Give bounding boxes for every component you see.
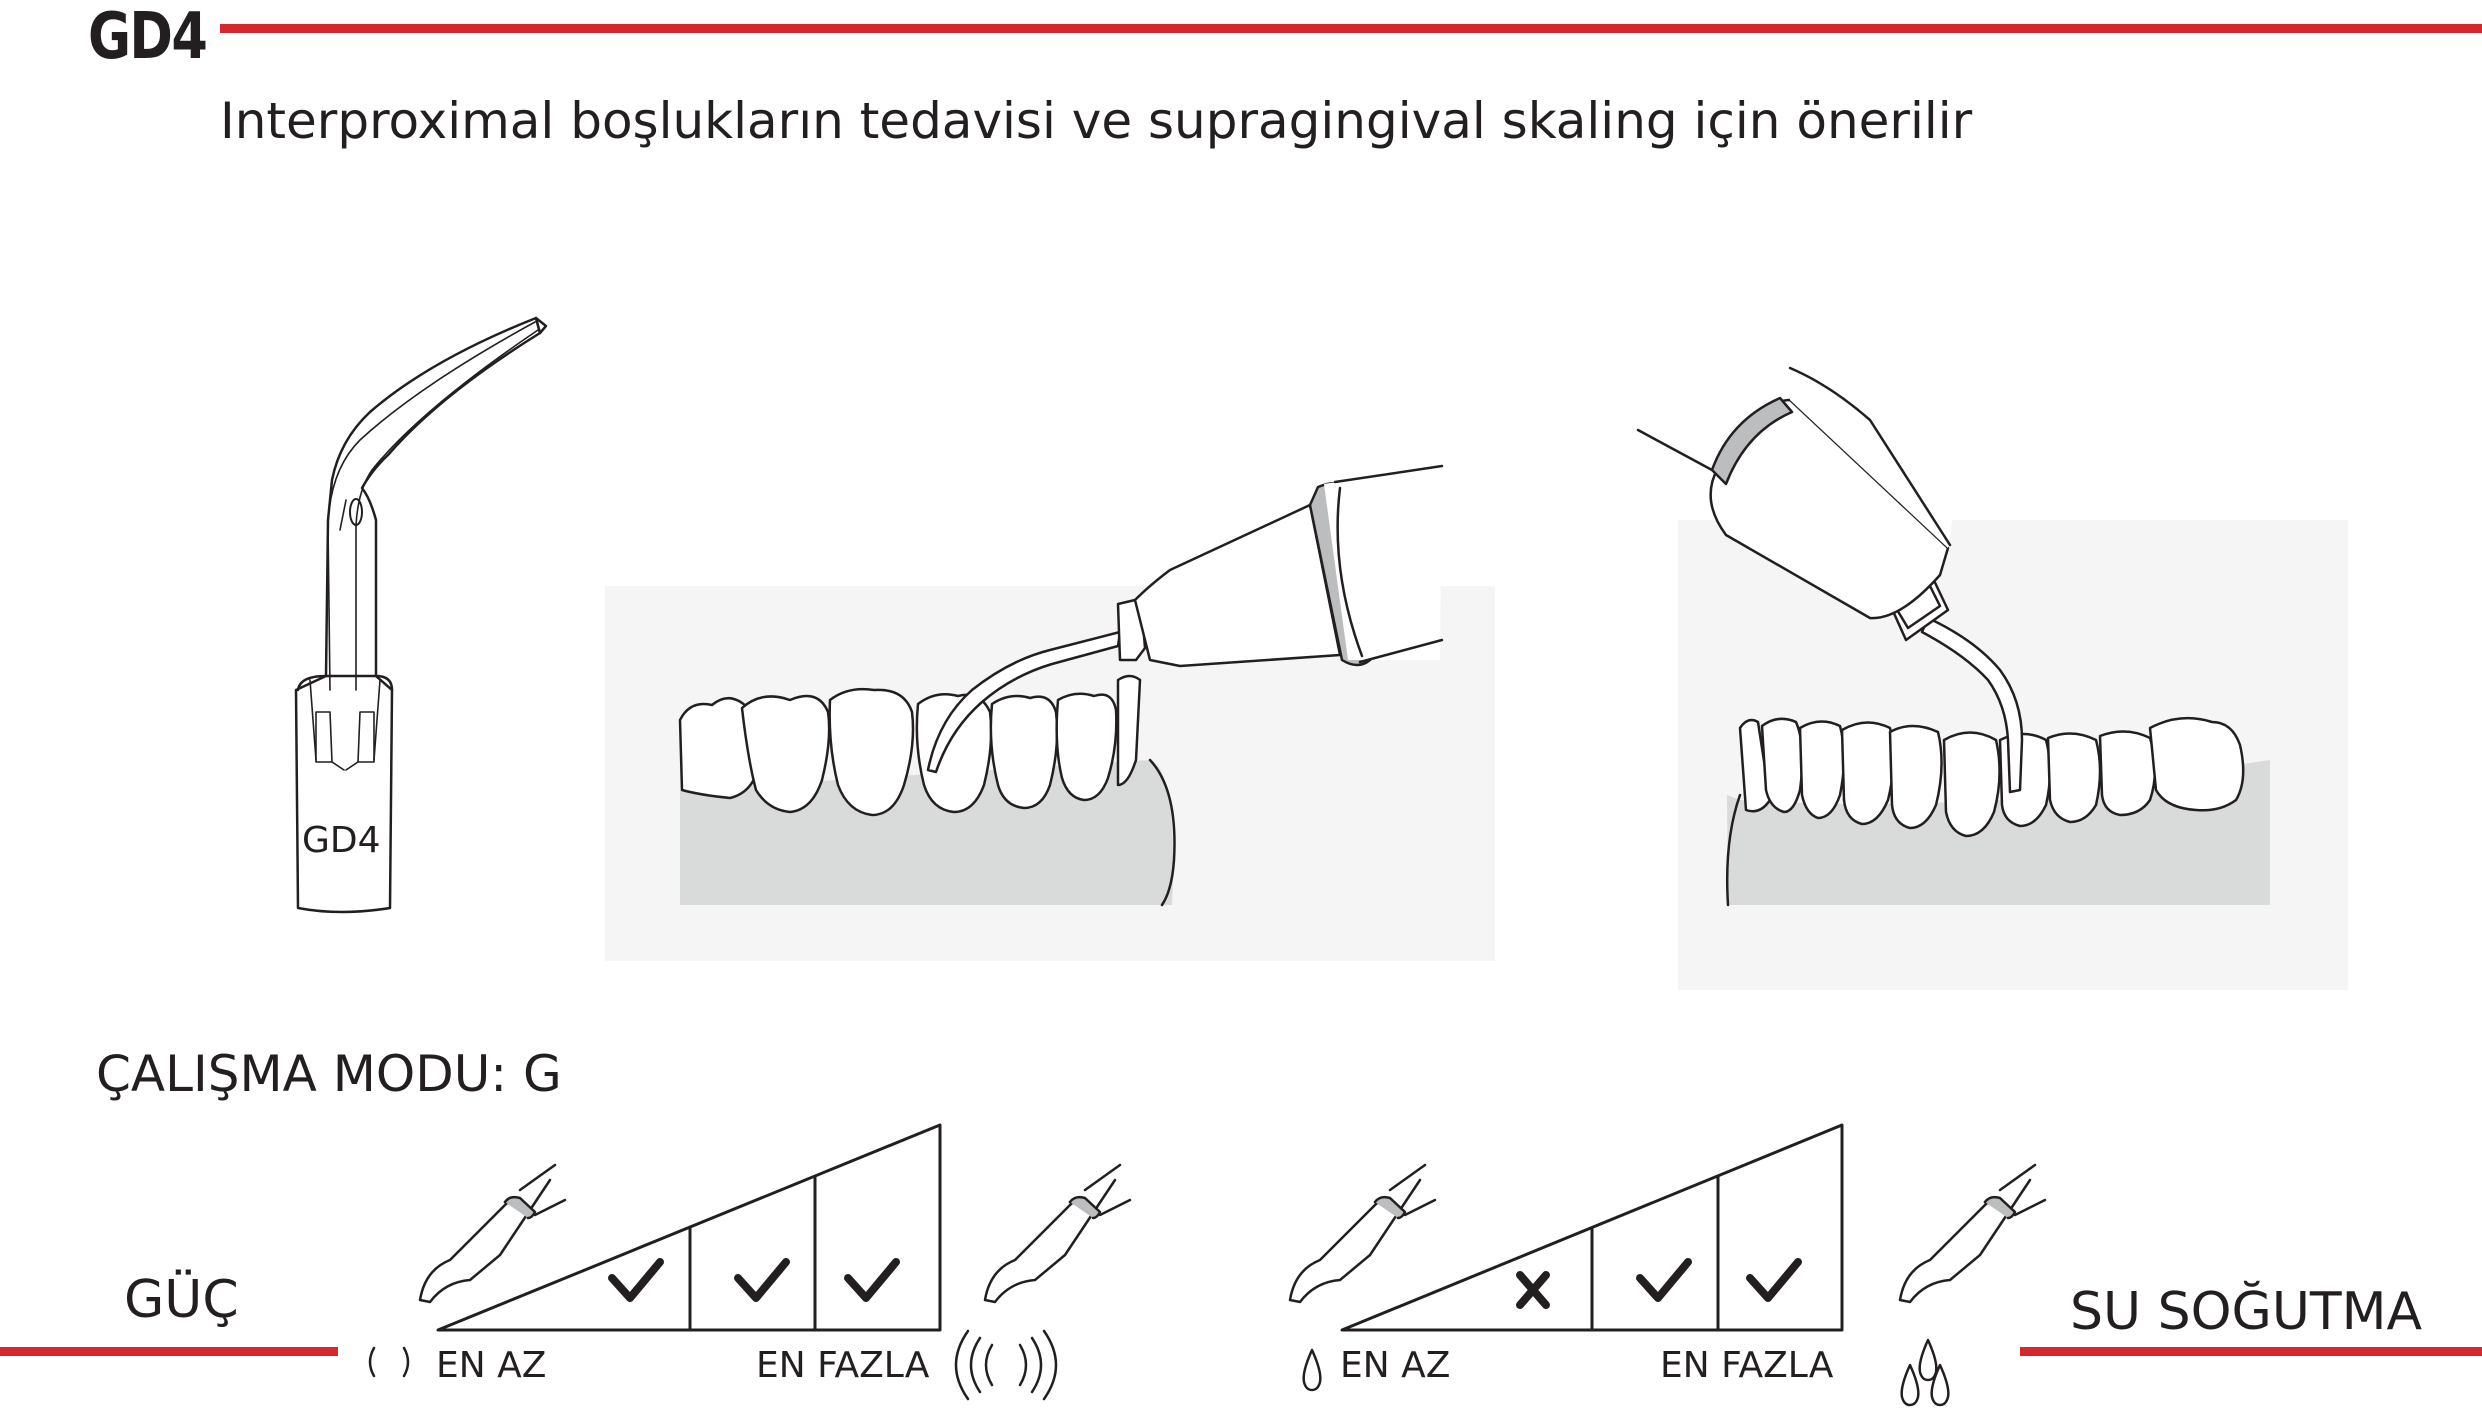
water-cooling-label: SU SOĞUTMA bbox=[2070, 1282, 2423, 1342]
handpiece-icon bbox=[418, 1163, 567, 1304]
water-min-label: EN AZ bbox=[1340, 1345, 1451, 1386]
cross-icon bbox=[1516, 1271, 1550, 1309]
scaler-tip-illustration bbox=[294, 316, 548, 914]
description: Interproximal boşlukların tedavisi ve su… bbox=[220, 92, 1973, 150]
operating-mode: ÇALIŞMA MODU: G bbox=[96, 1045, 562, 1103]
check-icon bbox=[1746, 1258, 1802, 1302]
check-icon bbox=[1636, 1258, 1692, 1302]
check-icon bbox=[844, 1258, 900, 1302]
check-icon bbox=[734, 1258, 790, 1302]
bottom-rule-left bbox=[0, 1347, 338, 1356]
power-label: GÜÇ bbox=[124, 1270, 239, 1330]
handpiece-icon bbox=[1898, 1163, 2047, 1304]
vibration-high-icon bbox=[954, 1329, 1058, 1401]
water-scale bbox=[1288, 1123, 2047, 1407]
model-title: GD4 bbox=[88, 0, 208, 74]
treatment-scene-lateral bbox=[605, 464, 1495, 961]
handpiece-icon bbox=[983, 1163, 1132, 1304]
check-icon bbox=[608, 1258, 664, 1302]
power-scale bbox=[368, 1123, 1132, 1401]
drop-icon bbox=[1302, 1348, 1322, 1392]
treatment-scene-vertical bbox=[1636, 366, 2348, 990]
power-max-label: EN FAZLA bbox=[756, 1345, 930, 1386]
handpiece-icon bbox=[1288, 1163, 1437, 1304]
bottom-rule-right bbox=[2020, 1347, 2482, 1356]
drops-icon bbox=[1900, 1338, 1950, 1407]
tip-engraving: GD4 bbox=[302, 820, 381, 861]
vibration-low-icon bbox=[368, 1346, 410, 1378]
title-rule bbox=[220, 24, 2482, 33]
water-max-label: EN FAZLA bbox=[1660, 1345, 1834, 1386]
power-min-label: EN AZ bbox=[436, 1345, 547, 1386]
